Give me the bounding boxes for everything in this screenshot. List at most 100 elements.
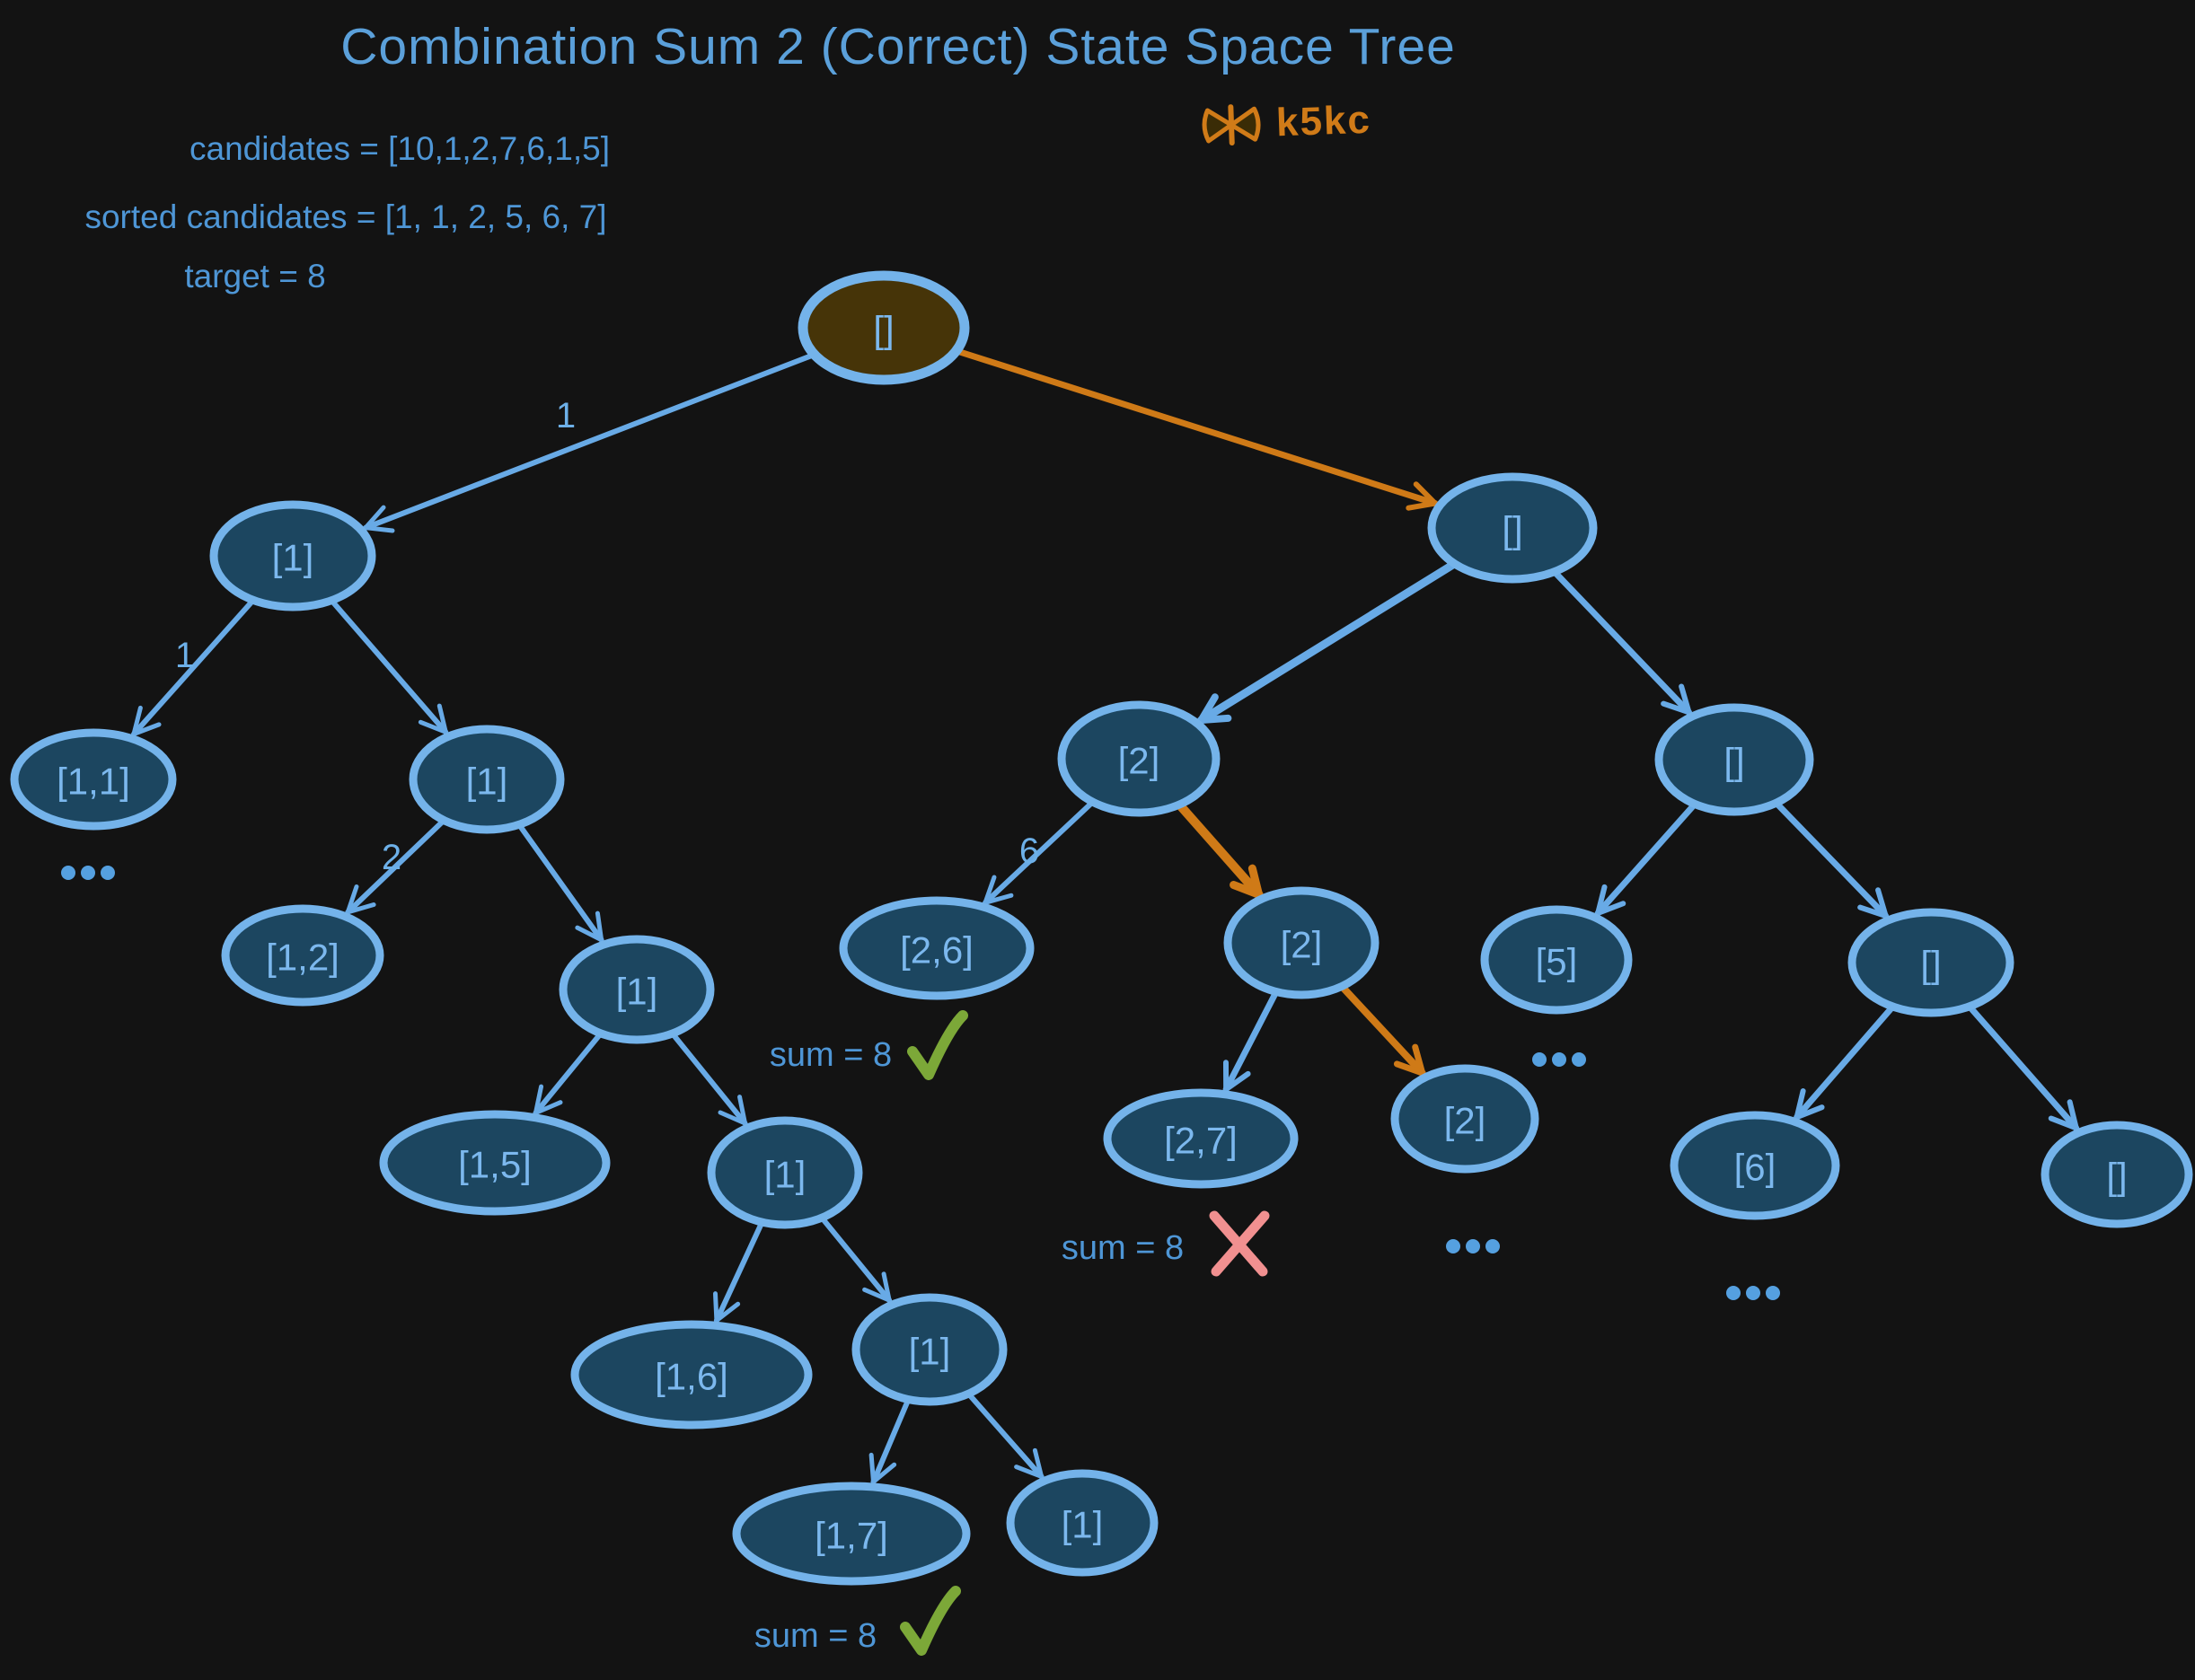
tree-node-n5 <box>1480 905 1633 1015</box>
candidates-label: candidates = [10,1,2,7,6,1,5] <box>190 130 610 167</box>
arrowhead-icon <box>345 884 359 915</box>
arrowhead-icon <box>595 910 604 943</box>
tree-node-label-n12: [1,2] <box>266 937 339 979</box>
tree-node-label-r4: [] <box>2106 1156 2127 1198</box>
arrowhead-icon <box>345 902 376 915</box>
tree-node-label-n2: [2] <box>1118 740 1160 782</box>
arrowhead-icon <box>1014 1465 1045 1479</box>
arrowhead-icon <box>712 1291 719 1324</box>
arrowhead-icon <box>533 1100 563 1115</box>
tree-edge-nL5-n17 <box>870 1398 911 1485</box>
tree-edge-r22-n2b <box>1339 983 1426 1077</box>
tree-node-label-n17: [1,7] <box>815 1515 888 1557</box>
ellipsis-dots <box>61 866 75 880</box>
tree-edge-n2-n26 <box>983 800 1095 906</box>
edge-label-2: 2 <box>382 838 401 877</box>
tree-edge-nL4-nL5 <box>820 1216 893 1304</box>
arrowhead-icon <box>436 703 448 734</box>
arrowhead-icon <box>737 1095 748 1126</box>
arrowhead-icon <box>1794 1088 1806 1121</box>
ellipsis-dots <box>1446 1239 1460 1253</box>
tree-node-nL4 <box>707 1116 863 1229</box>
tree-node-n15 <box>379 1110 611 1216</box>
arrowhead-icon <box>1197 714 1232 725</box>
tree-node-label-n11: [1,1] <box>57 761 130 803</box>
arrowhead-icon <box>862 1287 892 1303</box>
tree-node-label-n27: [2,7] <box>1164 1120 1238 1162</box>
arrowhead-icon <box>533 1084 544 1115</box>
arrowhead-icon <box>1857 904 1889 919</box>
tree-node-n1 <box>209 500 376 611</box>
tree-node-label-nLf: [1] <box>1062 1504 1104 1546</box>
tree-node-label-r1: [] <box>1502 509 1522 551</box>
arrowhead-icon <box>418 719 448 734</box>
tree-node-label-n16: [1,6] <box>655 1356 728 1398</box>
ellipsis-dots <box>1532 1052 1547 1067</box>
tree-node-label-nL4: [1] <box>764 1154 807 1196</box>
ellipsis-dots <box>1572 1052 1586 1067</box>
ellipsis-dots <box>81 866 95 880</box>
tree-edge-r1-rc <box>1552 569 1693 716</box>
tree-node-label-n26: [2,6] <box>900 929 974 972</box>
tree-node-label-r22: [2] <box>1281 924 1323 966</box>
arrowhead-icon <box>983 893 1014 905</box>
arrowhead-icon <box>1875 887 1889 919</box>
tree-node-r1 <box>1427 472 1598 584</box>
arrowhead-icon <box>881 1271 892 1303</box>
arrowhead-icon <box>131 722 162 737</box>
tree-node-label-root: [] <box>873 309 894 351</box>
edge-label-6: 6 <box>1019 831 1039 871</box>
tree-edge-nL5-nLf <box>966 1392 1045 1480</box>
tree-node-nL3 <box>559 935 715 1044</box>
arrowhead-icon <box>718 1110 748 1126</box>
tree-node-label-nL2: [1] <box>466 761 508 803</box>
ellipsis-dots <box>1485 1239 1500 1253</box>
ellipsis-dots <box>1466 1239 1480 1253</box>
arrowhead-icon <box>868 1452 876 1484</box>
arrowhead-icon <box>1595 884 1608 916</box>
edge-label-1: 1 <box>556 396 576 435</box>
arrowhead-icon <box>131 705 143 737</box>
tree-edge-root-r1 <box>955 347 1439 507</box>
arrowhead-icon <box>1661 700 1692 716</box>
tree-node-label-nL3: [1] <box>616 971 658 1013</box>
tree-node-n6 <box>1670 1111 1840 1220</box>
ellipsis-dots <box>101 866 115 880</box>
arrowhead-icon <box>2067 1099 2079 1131</box>
cross-icon <box>1211 1210 1270 1277</box>
ellipsis-dots <box>1746 1286 1760 1300</box>
tree-node-root <box>798 270 970 385</box>
tree-node-rc <box>1654 703 1814 816</box>
tree-edge-r3-n6 <box>1794 1005 1895 1121</box>
arrowhead-icon <box>1413 481 1438 506</box>
arrowhead-icon <box>1393 1060 1426 1077</box>
arrowhead-icon <box>1679 683 1692 716</box>
tree-edge-nL3-nL4 <box>670 1032 748 1126</box>
edge-label-1: 1 <box>175 636 195 675</box>
tree-node-label-rc: [] <box>1723 741 1744 783</box>
arrowhead-icon <box>1794 1104 1825 1121</box>
arrowhead-icon <box>2048 1115 2079 1131</box>
ellipsis-dots <box>1766 1286 1780 1300</box>
tree-node-r4 <box>2041 1121 2193 1228</box>
tree-edge-nL2-nL3 <box>517 822 604 943</box>
tree-edge-nL4-n16 <box>713 1220 764 1324</box>
tree-node-n27 <box>1103 1088 1299 1189</box>
k5kc-logo: k5kc <box>1198 98 1372 149</box>
tree-edge-rc-n5 <box>1594 802 1697 917</box>
ellipsis-dots <box>1726 1286 1741 1300</box>
tree-node-label-r3: [] <box>1920 944 1941 986</box>
tree-edge-n2-r22 <box>1176 801 1264 900</box>
tree-node-r22 <box>1223 886 1380 999</box>
sum-result-label: sum = 8 <box>1062 1229 1184 1267</box>
page-title: Combination Sum 2 (Correct) State Space … <box>340 18 1456 75</box>
ellipsis-dots <box>1552 1052 1566 1067</box>
tree-edge-n1-n11 <box>131 598 255 737</box>
infinity-bowtie-icon <box>1202 104 1261 146</box>
tree-node-nL5 <box>851 1293 1008 1406</box>
tree-node-label-n1: [1] <box>272 537 314 579</box>
tree-node-n16 <box>570 1320 813 1429</box>
tree-node-label-nL5: [1] <box>909 1331 951 1373</box>
tree-edge-rc-r3 <box>1774 801 1890 919</box>
